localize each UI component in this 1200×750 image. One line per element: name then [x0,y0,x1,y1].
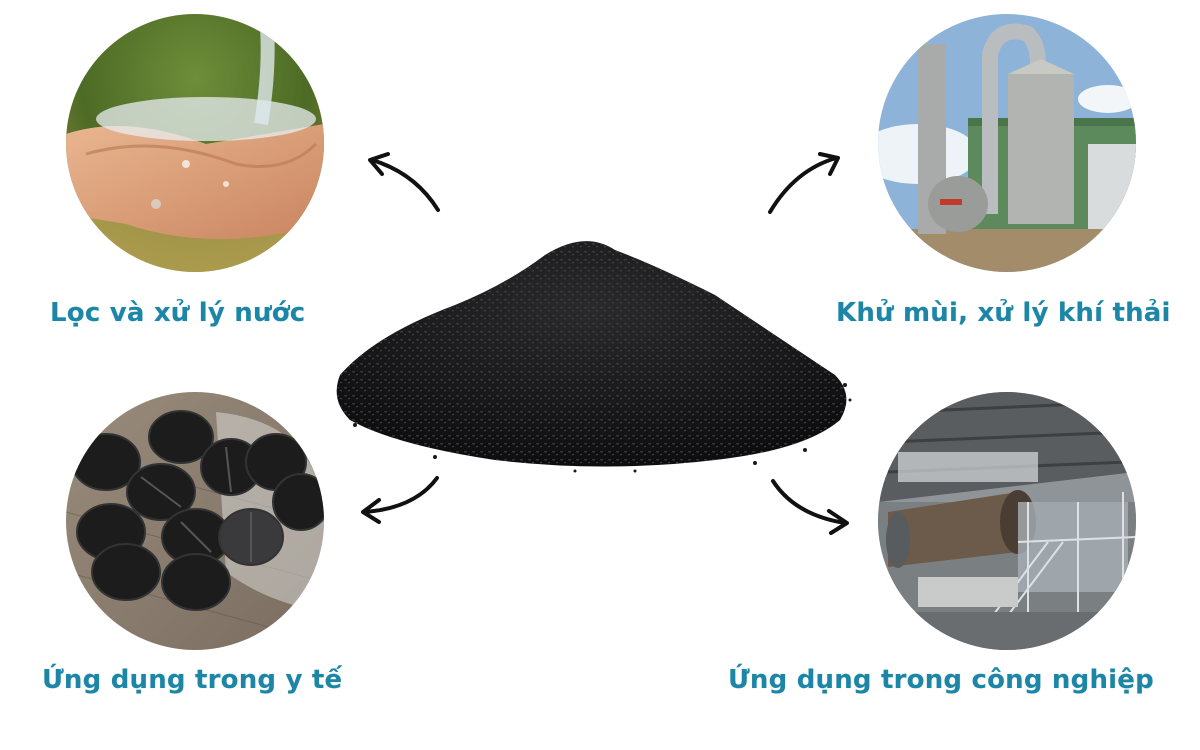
hands-water-image [66,14,324,272]
arrow-to-air [768,152,840,214]
carbon-granules-image [336,241,852,473]
label-water-treatment: Lọc và xử lý nước [50,298,306,328]
arrow-to-water [368,152,440,212]
water-filtering-photo [66,14,324,272]
label-industrial-use: Ứng dụng trong công nghiệp [728,665,1154,695]
label-gas-treatment: Khử mùi, xử lý khí thải [836,298,1171,328]
label-medical-use: Ứng dụng trong y tế [42,665,343,695]
arrow-to-medical [361,476,439,524]
charcoal-tablets-image [66,392,324,650]
gas-treatment-photo [878,14,1136,272]
medical-photo [66,392,324,650]
arrow-to-industry [771,479,849,535]
activated-carbon-pile [335,225,860,475]
industry-photo [878,392,1136,650]
scrubber-tower-image [878,14,1136,272]
rotary-kiln-image [878,392,1136,650]
